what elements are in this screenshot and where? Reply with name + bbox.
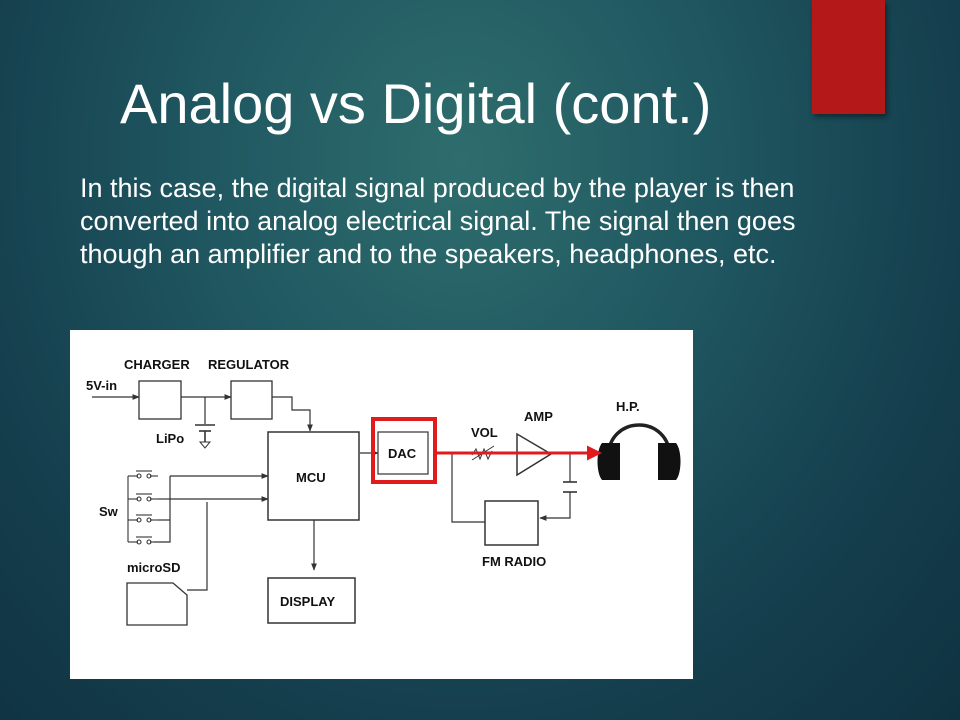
label-5v-in: 5V-in <box>86 378 117 393</box>
label-mcu: MCU <box>296 470 326 485</box>
regulator-block <box>230 380 273 420</box>
wire-switch-bus-3 <box>154 476 171 543</box>
charger-block <box>138 380 182 420</box>
label-sw: Sw <box>99 504 119 519</box>
switch-2 <box>128 493 158 502</box>
label-lipo: LiPo <box>156 431 184 446</box>
wire-cap-to-fm <box>539 492 571 521</box>
wire-microsd-to-mcu <box>187 502 208 591</box>
dac-highlight-box <box>371 417 437 484</box>
wire-regulator-to-mcu <box>272 396 313 432</box>
capacitor-symbol <box>563 481 577 493</box>
switch-4 <box>128 536 154 545</box>
label-fm-radio: FM RADIO <box>482 554 546 569</box>
microsd-card <box>126 582 188 626</box>
fm-radio-block <box>484 500 539 546</box>
switch-array <box>127 470 158 545</box>
slide-body-text: In this case, the digital signal produce… <box>80 173 796 269</box>
headphones-icon <box>597 423 681 480</box>
label-charger: CHARGER <box>124 357 190 372</box>
battery-symbol <box>195 424 215 449</box>
accent-bar <box>812 0 885 114</box>
switch-1 <box>128 470 158 479</box>
mcu-block <box>267 431 360 521</box>
slide-title: Analog vs Digital (cont.) <box>120 72 712 135</box>
block-diagram-svg: CHARGER REGULATOR 5V-in LiPo MCU DAC VOL… <box>86 357 681 626</box>
label-display: DISPLAY <box>280 594 335 609</box>
label-dac: DAC <box>388 446 417 461</box>
label-vol: VOL <box>471 425 498 440</box>
wire-dac-to-fm <box>451 453 485 523</box>
display-block <box>267 577 356 624</box>
label-amp: AMP <box>524 409 553 424</box>
block-diagram: CHARGER REGULATOR 5V-in LiPo MCU DAC VOL… <box>70 330 693 679</box>
label-microsd: microSD <box>127 560 180 575</box>
switch-3 <box>128 514 158 523</box>
label-hp: H.P. <box>616 399 640 414</box>
label-regulator: REGULATOR <box>208 357 290 372</box>
dac-block <box>377 431 429 475</box>
